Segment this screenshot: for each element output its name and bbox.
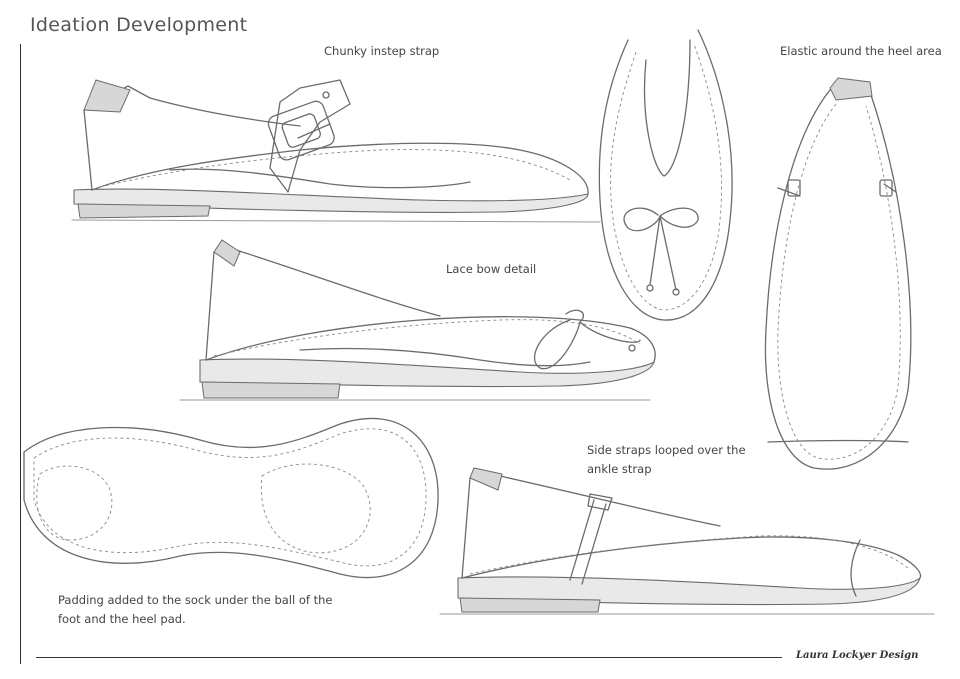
note-padding-line1: Padding added to the sock under the ball… (58, 593, 333, 607)
note-side-straps-line1: Side straps looped over the (587, 443, 746, 457)
insole-sketch-padding (23, 417, 439, 579)
page-border-bottom (36, 657, 782, 658)
page-title: Ideation Development (30, 14, 248, 36)
page-border-left (20, 44, 21, 664)
note-lace-bow: Lace bow detail (446, 262, 537, 276)
note-elastic-heel: Elastic around the heel area (780, 44, 942, 58)
note-side-straps-line2: ankle strap (587, 462, 652, 476)
note-padding: Padding added to the sock under the ball… (58, 591, 332, 629)
shoe-sketch-side-straps (439, 467, 935, 615)
shoe-sketch-elastic-heel (764, 77, 912, 470)
note-side-straps: Side straps looped over the ankle strap (587, 441, 746, 479)
shoe-sketch-top-view-bow (598, 29, 733, 321)
note-chunky-instep-strap: Chunky instep strap (324, 44, 440, 58)
shoe-sketch-buckle-strap (71, 79, 601, 223)
designer-signature: Laura Lockyer Design (796, 650, 919, 661)
note-padding-line2: foot and the heel pad. (58, 612, 186, 626)
shoe-sketch-lace-bow (179, 239, 656, 401)
